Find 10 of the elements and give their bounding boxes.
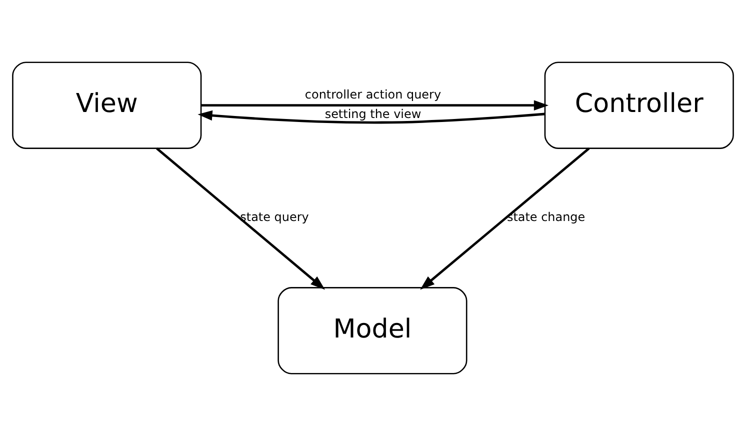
arrow: [156, 147, 326, 290]
node-box: Controller: [544, 62, 734, 149]
arrow: [198, 110, 545, 124]
edge-label: controller action query: [304, 88, 442, 102]
node-box: View: [12, 62, 202, 149]
edge-label: state query: [240, 210, 309, 224]
node-box: Model: [278, 287, 468, 374]
arrow: [201, 100, 549, 110]
edge-label: setting the view: [324, 107, 422, 122]
arrow: [420, 147, 590, 290]
